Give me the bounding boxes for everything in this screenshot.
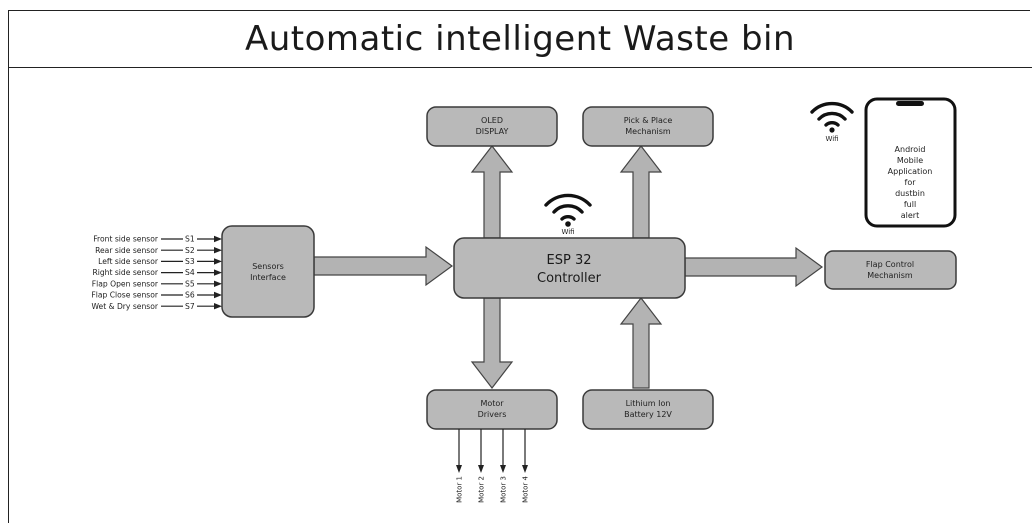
block-pick-place: Pick & Place Mechanism bbox=[582, 106, 714, 147]
sensor-row: Flap Close sensor S6 bbox=[91, 291, 222, 300]
flap-line-1: Flap Control bbox=[866, 260, 914, 269]
pick-place-line-2: Mechanism bbox=[625, 127, 671, 136]
controller-line-1: ESP 32 bbox=[547, 253, 592, 268]
sensor-id: S4 bbox=[185, 268, 195, 277]
sensor-row: Front side sensor S1 bbox=[93, 235, 222, 244]
app-line-3: Application bbox=[888, 167, 933, 176]
app-line-5: dustbin bbox=[895, 189, 925, 198]
wifi-label-controller: Wifi bbox=[561, 228, 574, 236]
sensor-arrowhead bbox=[214, 235, 222, 243]
arrow-controller-to-motor-drivers bbox=[470, 297, 514, 389]
app-line-4: for bbox=[905, 178, 917, 187]
app-line-6: full bbox=[904, 200, 916, 209]
sensor-id: S3 bbox=[185, 257, 195, 266]
motor-outputs: Motor 1 Motor 2 Motor 3 Motor 4 bbox=[456, 429, 530, 503]
sensor-row: Flap Open sensor S5 bbox=[92, 279, 222, 288]
oled-line-1: OLED bbox=[481, 116, 503, 125]
sensor-row: Right side sensor S4 bbox=[92, 268, 222, 277]
sensor-id: S6 bbox=[185, 291, 195, 300]
motor-output: Motor 2 bbox=[478, 429, 486, 503]
wifi-icon: Wifi bbox=[544, 193, 592, 236]
sensor-arrowhead bbox=[214, 269, 222, 276]
sensor-name: Flap Close sensor bbox=[91, 291, 159, 300]
phone-app-text: Android Mobile Application for dustbin f… bbox=[888, 145, 933, 220]
motor-arrowhead bbox=[456, 465, 462, 473]
sensor-row: Wet & Dry sensor S7 bbox=[91, 302, 222, 311]
battery-line-1: Lithium Ion bbox=[626, 399, 671, 408]
sensor-name: Rear side sensor bbox=[95, 246, 159, 255]
block-battery: Lithium Ion Battery 12V bbox=[582, 389, 714, 430]
sensor-row: Rear side sensor S2 bbox=[95, 246, 222, 255]
sensor-arrowhead bbox=[214, 303, 222, 310]
wifi-icon: Wifi bbox=[810, 101, 854, 143]
sensor-arrowhead bbox=[214, 291, 222, 299]
motor-arrowhead bbox=[478, 465, 484, 473]
pick-place-line-1: Pick & Place bbox=[624, 116, 673, 125]
motor-drivers-line-1: Motor bbox=[480, 399, 504, 408]
arrow-battery-to-controller bbox=[619, 297, 663, 389]
sensor-id: S2 bbox=[185, 246, 195, 255]
diagram-frame bbox=[8, 10, 1030, 523]
sensor-row: Left side sensor S3 bbox=[98, 257, 222, 266]
controller-line-2: Controller bbox=[537, 271, 602, 286]
sensor-id: S1 bbox=[185, 235, 195, 244]
motor-drivers-line-2: Drivers bbox=[478, 410, 507, 419]
block-motor-drivers: Motor Drivers bbox=[426, 389, 558, 430]
sensor-arrowhead bbox=[214, 280, 222, 287]
sensor-arrowhead bbox=[214, 247, 222, 254]
sensor-name: Left side sensor bbox=[98, 257, 159, 266]
arrows bbox=[313, 145, 824, 389]
sensor-arrowhead bbox=[214, 258, 222, 265]
sensor-id: S7 bbox=[185, 302, 195, 311]
motor-label: Motor 4 bbox=[522, 475, 530, 502]
arrow-sensors-to-controller bbox=[313, 245, 454, 287]
flap-line-2: Mechanism bbox=[867, 271, 913, 280]
diagram-title: Automatic intelligent Waste bin bbox=[244, 18, 796, 59]
sensor-name: Right side sensor bbox=[92, 268, 158, 277]
phone-icon: Android Mobile Application for dustbin f… bbox=[864, 97, 957, 228]
arrow-controller-to-oled bbox=[470, 145, 514, 239]
sensor-name: Wet & Dry sensor bbox=[91, 302, 158, 311]
motor-output: Motor 1 bbox=[456, 429, 464, 503]
motor-output: Motor 4 bbox=[522, 429, 530, 503]
motor-label: Motor 1 bbox=[456, 476, 464, 503]
arrow-controller-to-flap bbox=[684, 246, 824, 288]
arrow-controller-to-pick-place bbox=[619, 145, 663, 239]
motor-arrowhead bbox=[500, 465, 506, 473]
app-line-7: alert bbox=[901, 211, 919, 220]
title-bar: Automatic intelligent Waste bin bbox=[8, 10, 1032, 68]
motor-label: Motor 3 bbox=[500, 476, 508, 503]
motor-label: Motor 2 bbox=[478, 476, 486, 503]
wifi-label-phone: Wifi bbox=[825, 135, 838, 143]
block-controller: ESP 32 Controller bbox=[453, 237, 686, 299]
sensors-interface-line-2: Interface bbox=[250, 273, 286, 282]
sensor-name: Flap Open sensor bbox=[92, 279, 159, 288]
block-sensors-interface: Sensors Interface bbox=[221, 225, 315, 318]
block-flap-control: Flap Control Mechanism bbox=[824, 250, 957, 290]
motor-output: Motor 3 bbox=[500, 429, 508, 503]
sensors-interface-line-1: Sensors bbox=[252, 262, 284, 271]
motor-arrowhead bbox=[522, 465, 528, 473]
block-oled-display: OLED DISPLAY bbox=[426, 106, 558, 147]
app-line-2: Mobile bbox=[897, 156, 923, 165]
oled-line-2: DISPLAY bbox=[476, 127, 509, 136]
battery-line-2: Battery 12V bbox=[624, 410, 672, 419]
sensor-name: Front side sensor bbox=[93, 235, 159, 244]
sensor-id: S5 bbox=[185, 279, 195, 288]
app-line-1: Android bbox=[895, 145, 926, 154]
